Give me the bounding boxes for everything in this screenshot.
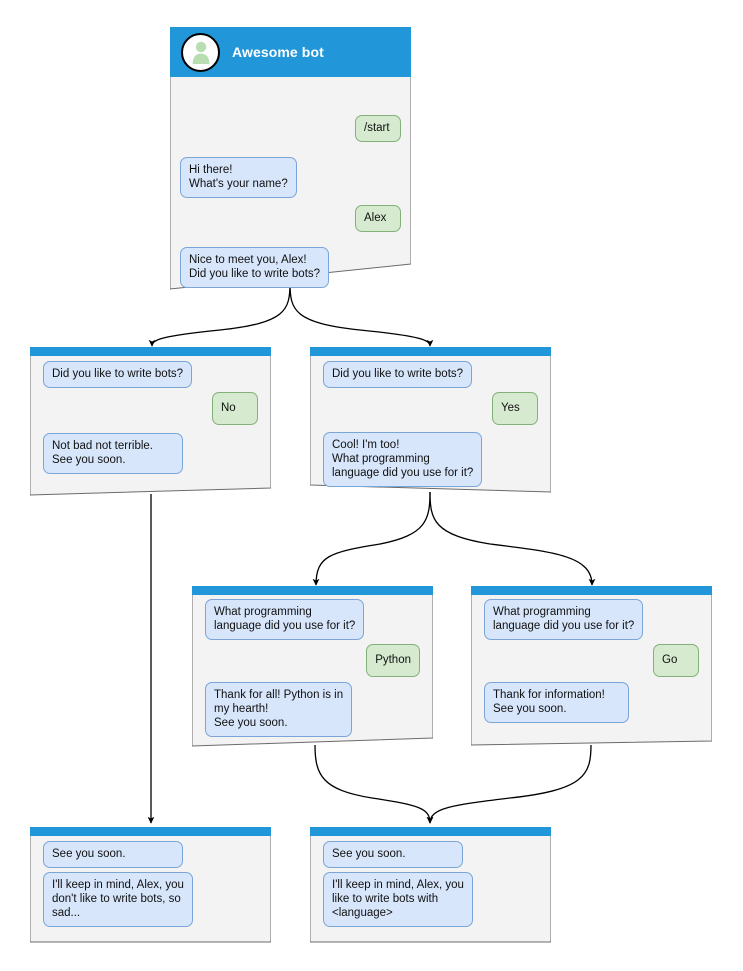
user-bubble[interactable]: Yes <box>492 392 538 425</box>
message-row: Cool! I'm too! What programming language… <box>323 432 538 487</box>
card-header-start: Awesome bot <box>170 27 411 77</box>
edge-python-to-end-happy <box>314 744 434 824</box>
chat-card-go-branch[interactable]: What programming language did you use fo… <box>471 586 712 748</box>
message-row: What programming language did you use fo… <box>205 599 420 640</box>
person-avatar-icon <box>181 32 220 72</box>
bot-bubble[interactable]: Nice to meet you, Alex! Did you like to … <box>180 247 330 288</box>
message-row: Python <box>205 644 420 677</box>
message-row: Did you like to write bots? <box>43 361 258 388</box>
message-row: See you soon. <box>323 841 538 868</box>
chat-card-no-branch[interactable]: Did you like to write bots? No Not bad n… <box>30 347 271 497</box>
edge-go-to-end-happy <box>426 744 592 824</box>
chat-card-python-branch[interactable]: What programming language did you use fo… <box>192 586 433 748</box>
message-row: Nice to meet you, Alex! Did you like to … <box>180 247 401 288</box>
bot-bubble[interactable]: What programming language did you use fo… <box>205 599 365 640</box>
bot-bubble[interactable]: Thank for information! See you soon. <box>484 682 629 723</box>
message-row: /start <box>180 115 401 142</box>
bot-bubble[interactable]: Did you like to write bots? <box>323 361 473 388</box>
message-row: Not bad not terrible. See you soon. <box>43 433 258 474</box>
message-row: Go <box>484 644 699 677</box>
message-row: Hi there! What's your name? <box>180 157 401 198</box>
message-row: See you soon. <box>43 841 258 868</box>
message-row: Yes <box>323 392 538 425</box>
user-bubble[interactable]: Python <box>366 644 420 677</box>
user-bubble[interactable]: No <box>212 392 258 425</box>
bot-bubble[interactable]: What programming language did you use fo… <box>484 599 644 640</box>
message-row: Did you like to write bots? <box>323 361 538 388</box>
message-row: Thank for all! Python is in my hearth! S… <box>205 682 420 737</box>
edge-yes-to-go <box>429 491 596 586</box>
bot-bubble[interactable]: I'll keep in mind, Alex, you don't like … <box>43 872 193 927</box>
user-bubble[interactable]: /start <box>355 115 401 142</box>
bot-bubble[interactable]: Did you like to write bots? <box>43 361 193 388</box>
edge-start-to-no <box>148 282 291 347</box>
chat-card-yes-branch[interactable]: Did you like to write bots? Yes Cool! I'… <box>310 347 551 497</box>
chat-card-end-sad[interactable]: See you soon. I'll keep in mind, Alex, y… <box>30 827 271 943</box>
bot-bubble[interactable]: See you soon. <box>43 841 183 868</box>
bot-bubble[interactable]: Hi there! What's your name? <box>180 157 297 198</box>
message-row: Thank for information! See you soon. <box>484 682 699 723</box>
user-bubble[interactable]: Alex <box>355 205 401 232</box>
message-row: I'll keep in mind, Alex, you like to wri… <box>323 872 538 927</box>
message-row: Alex <box>180 205 401 232</box>
edge-start-to-yes <box>289 282 434 347</box>
bot-bubble[interactable]: See you soon. <box>323 841 463 868</box>
bot-bubble[interactable]: I'll keep in mind, Alex, you like to wri… <box>323 872 473 927</box>
chat-card-end-happy[interactable]: See you soon. I'll keep in mind, Alex, y… <box>310 827 551 943</box>
edge-yes-to-python <box>312 491 431 586</box>
bot-bubble[interactable]: Not bad not terrible. See you soon. <box>43 433 183 474</box>
card-title-start: Awesome bot <box>232 44 324 60</box>
message-row: I'll keep in mind, Alex, you don't like … <box>43 872 258 927</box>
bot-bubble[interactable]: Thank for all! Python is in my hearth! S… <box>205 682 353 737</box>
message-row: No <box>43 392 258 425</box>
message-row: What programming language did you use fo… <box>484 599 699 640</box>
chat-card-start[interactable]: Awesome bot /start Hi there! What's your… <box>170 27 411 291</box>
bot-bubble[interactable]: Cool! I'm too! What programming language… <box>323 432 483 487</box>
user-bubble[interactable]: Go <box>653 644 699 677</box>
